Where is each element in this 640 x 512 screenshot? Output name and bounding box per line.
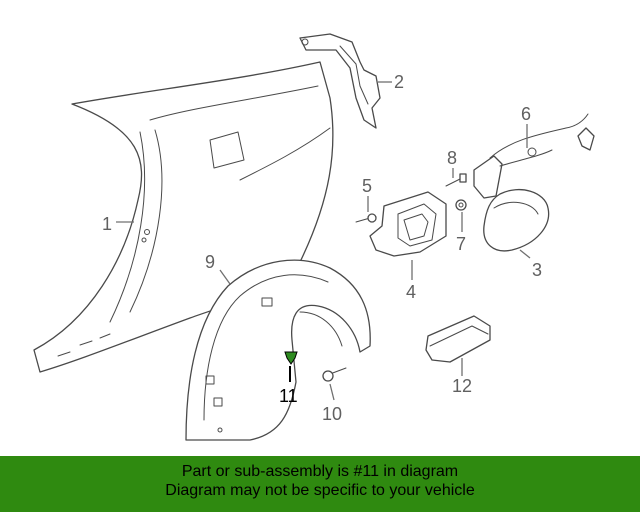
banner-line-disclaimer: Diagram may not be specific to your vehi… — [165, 482, 475, 499]
callout-11: 11 — [279, 386, 298, 406]
part-1-quarter-panel — [33, 61, 334, 373]
callout-3: 3 — [532, 260, 542, 280]
part-9-wheel-liner — [185, 259, 371, 441]
callout-labels: 1 2 3 4 5 6 7 8 9 10 11 12 — [102, 72, 542, 424]
callout-6: 6 — [521, 104, 531, 124]
part-3-fuel-door — [483, 188, 550, 252]
callout-2: 2 — [394, 72, 404, 92]
callout-8: 8 — [447, 148, 457, 168]
callout-5: 5 — [362, 176, 372, 196]
callout-9: 9 — [205, 252, 215, 272]
leader-lines — [116, 81, 531, 401]
info-banner: Part or sub-assembly is #11 in diagram D… — [0, 456, 640, 512]
part-6-actuator-cable — [473, 113, 595, 199]
part-2-bracket — [299, 33, 381, 129]
callout-7: 7 — [456, 234, 466, 254]
parts-diagram: 1 2 3 4 5 6 7 8 9 10 11 12 — [33, 33, 595, 441]
part-7-clip — [455, 199, 467, 211]
part-12-trim-piece — [425, 315, 491, 363]
callout-12: 12 — [452, 376, 472, 396]
part-11-clip-highlighted — [284, 351, 298, 365]
part-4-filler-housing — [369, 191, 447, 257]
callout-10: 10 — [322, 404, 342, 424]
part-5-screw — [355, 213, 377, 223]
banner-line-part: Part or sub-assembly is #11 in diagram — [181, 463, 459, 480]
part-10-screw — [322, 367, 347, 382]
callout-1: 1 — [102, 214, 112, 234]
callout-4: 4 — [406, 282, 416, 302]
part-8-bolt — [445, 173, 467, 187]
